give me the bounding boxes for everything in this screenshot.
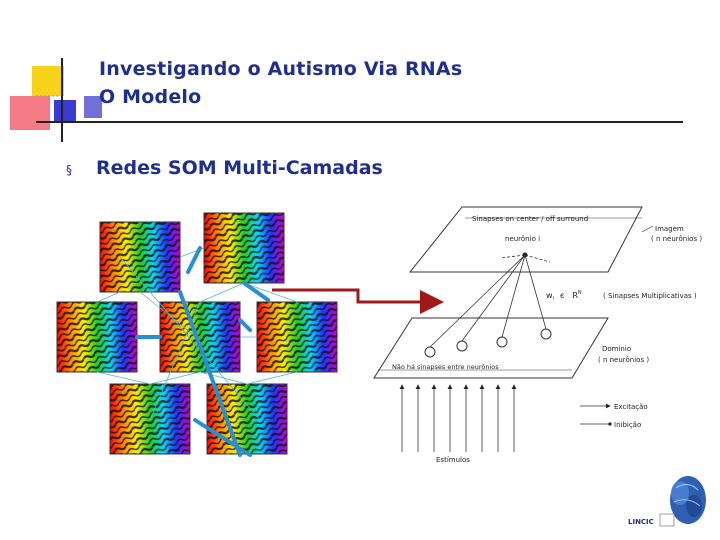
domain-neurons: [424, 328, 552, 358]
excitation-label: Excitação: [614, 403, 648, 411]
title-divider: [36, 121, 683, 123]
neuron-label: neurônio i: [505, 235, 540, 243]
brain-logo-icon: [659, 476, 706, 527]
bullet-text: Redes SOM Multi-Camadas: [96, 157, 383, 179]
synapse-lines: [429, 254, 551, 348]
som-map-1: [99, 221, 181, 293]
red-flow-arrow: [272, 288, 444, 314]
som-map-2: [203, 212, 285, 284]
decorative-squares-icon: [10, 58, 102, 142]
lower-plane-label: Não há sinapses entre neurônios: [392, 363, 499, 371]
som-map-4: [159, 301, 241, 373]
som-map-5: [256, 301, 338, 373]
domain-label: Domínio: [602, 345, 631, 353]
logo-text: LINCIC: [628, 518, 654, 526]
inhibition-label: Inibição: [614, 421, 641, 429]
legend: Excitação Inibição: [580, 403, 648, 429]
som-map-3: [56, 301, 138, 373]
upper-plane-label: Sinapses on center / off surround: [472, 215, 588, 223]
slide-title: Investigando o Autismo Via RNAs: [99, 58, 463, 80]
map-arrows: [135, 246, 270, 457]
domain-count-label: ( n neurônios ): [598, 356, 649, 364]
multiplicative-label: ( Sinapses Multiplicativas ): [603, 292, 697, 300]
slide-subtitle: O Modelo: [99, 86, 202, 108]
upper-plane: [408, 206, 643, 273]
stimuli-label: Estímulos: [436, 456, 470, 464]
stimuli-arrows: [399, 384, 517, 452]
bullet-icon: §: [66, 163, 72, 177]
image-count-label: ( n neurônios ): [651, 235, 702, 243]
image-label: Imagem: [655, 225, 684, 233]
